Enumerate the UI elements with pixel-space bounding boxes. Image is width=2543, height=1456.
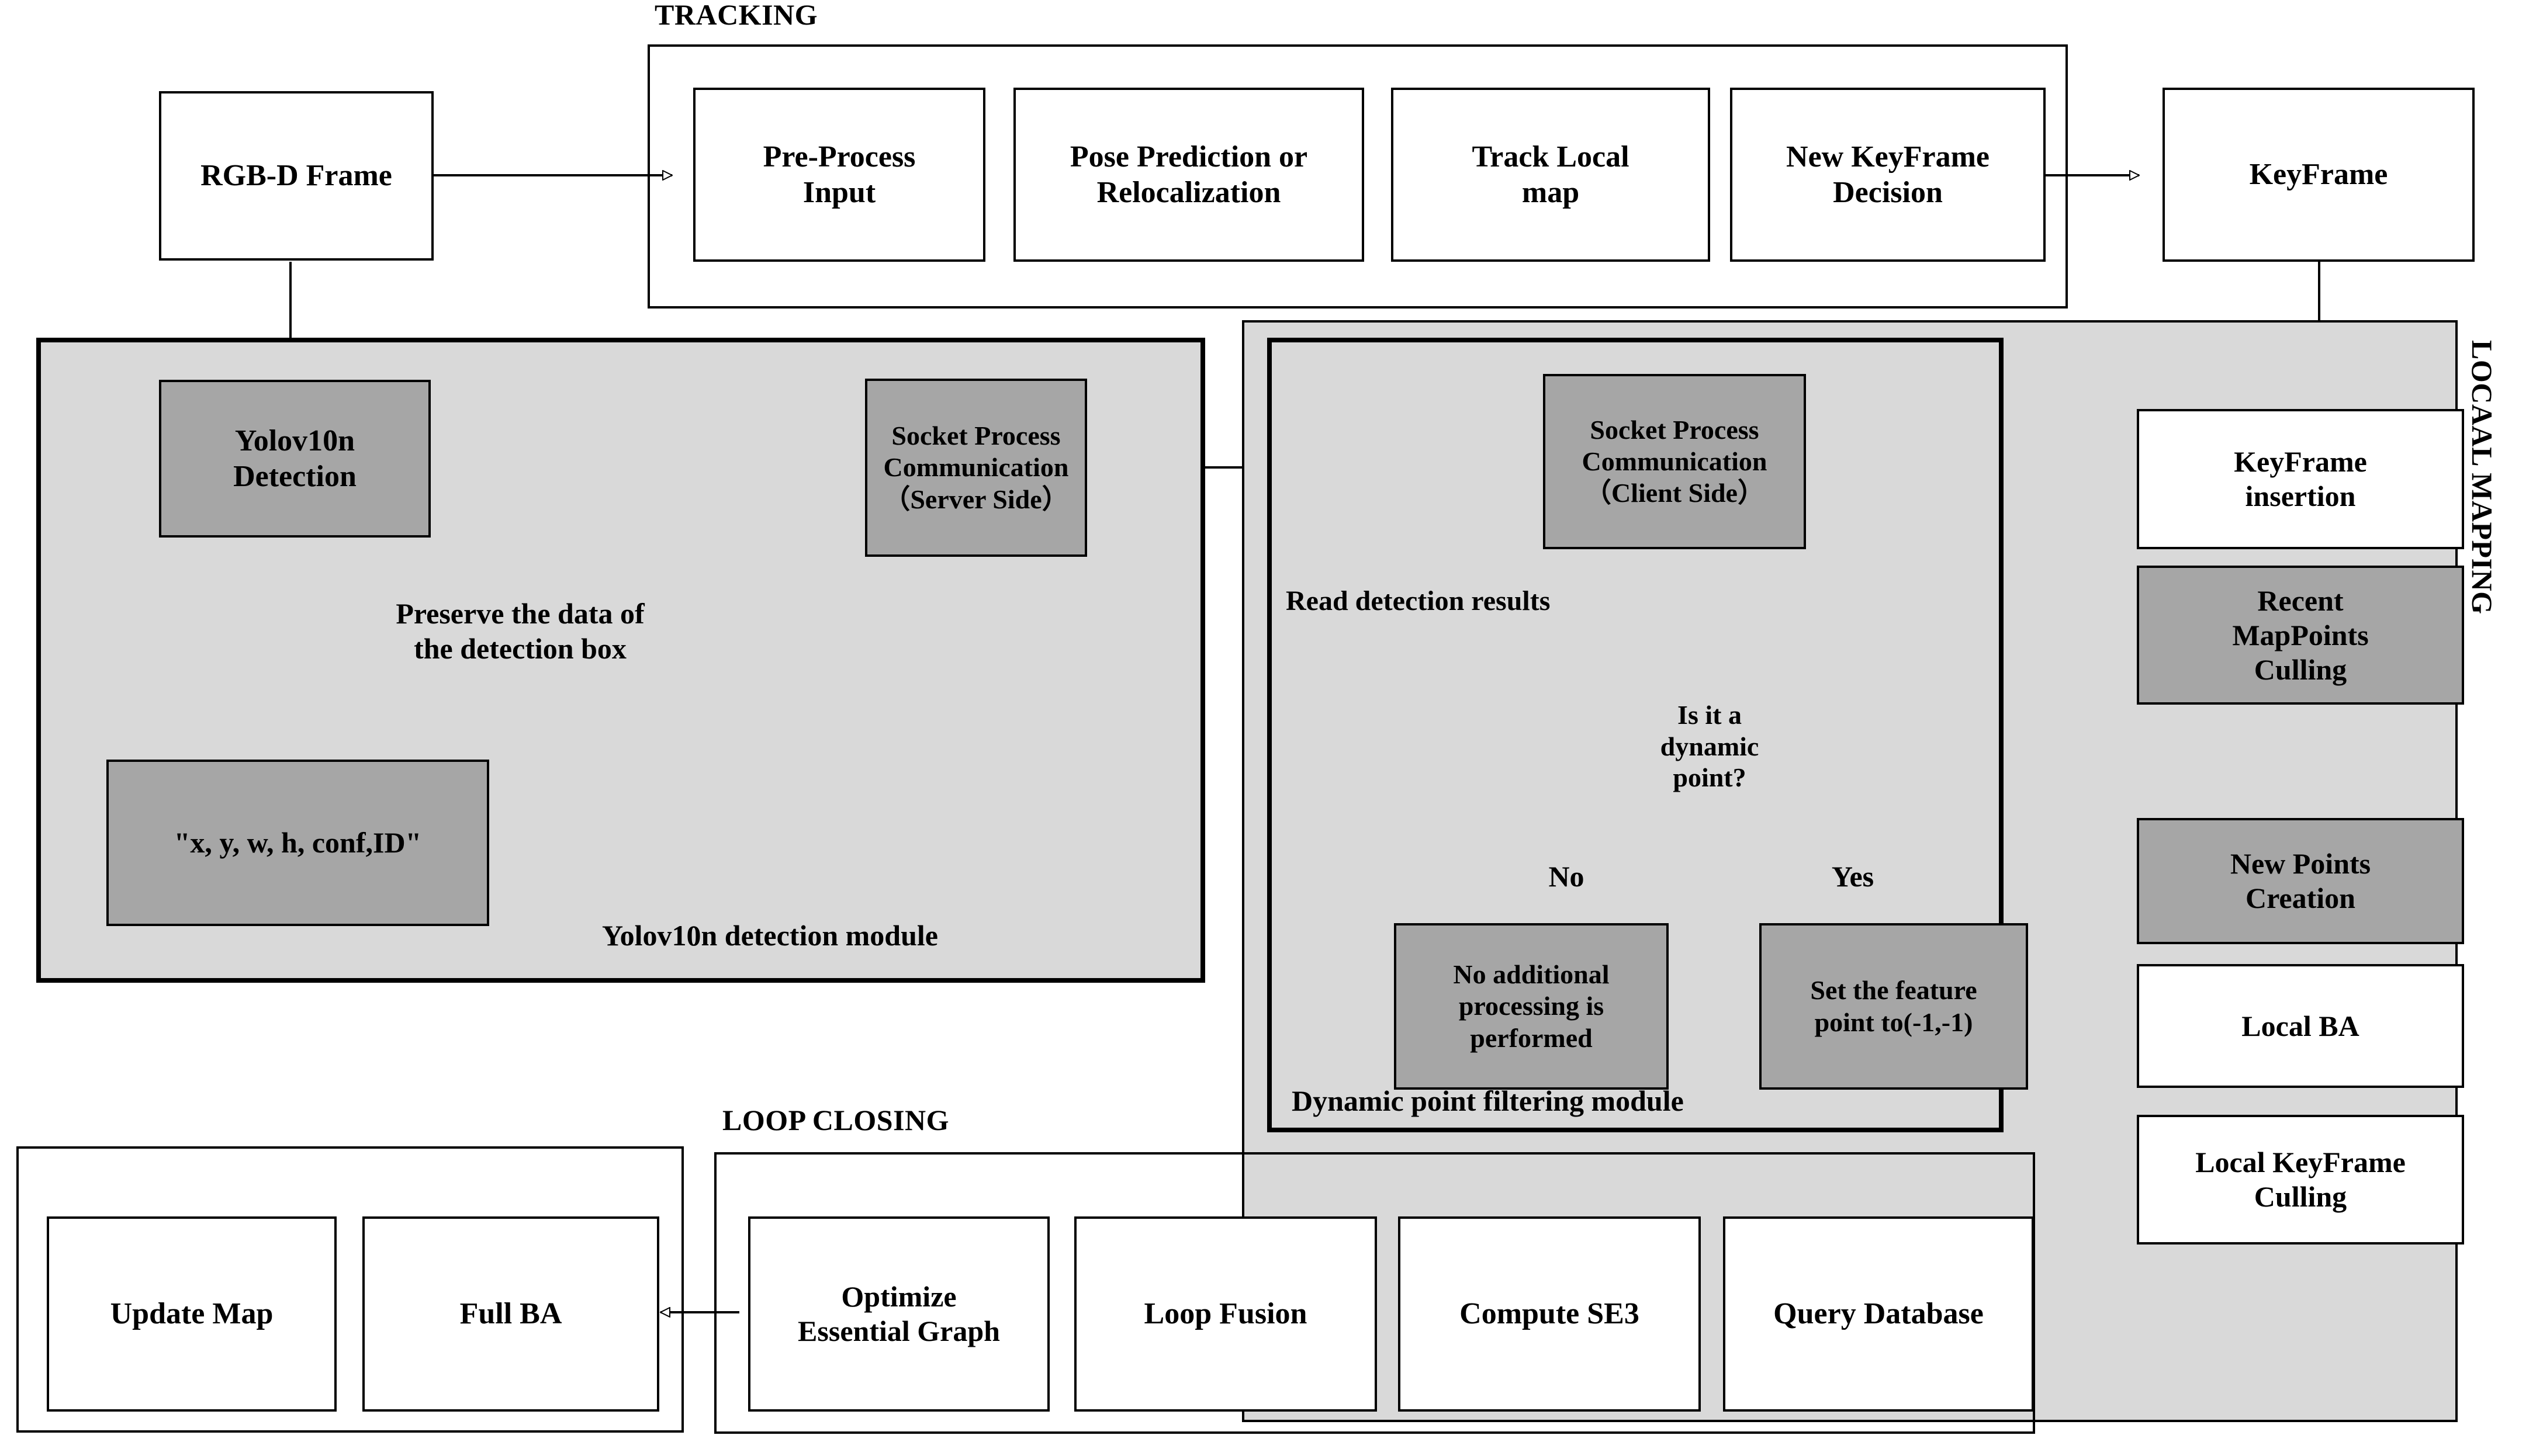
node-keyframe-label: KeyFrame: [2249, 158, 2388, 192]
node-set-feature-point-label: Set the feature point to(-1,-1): [1810, 975, 1977, 1037]
node-full-ba-label: Full BA: [459, 1297, 562, 1331]
edge-label-branch-yes: Yes: [1831, 860, 1874, 893]
node-optimize-essential-graph-label: Optimize Essential Graph: [798, 1280, 1000, 1347]
node-no-additional-processing-label: No additional processing is performed: [1453, 959, 1610, 1053]
node-rgbd-frame-label: RGB-D Frame: [200, 159, 392, 193]
node-no-additional-processing[interactable]: No additional processing is performed: [1394, 923, 1669, 1090]
node-pose-prediction-label: Pose Prediction or Relocalization: [1070, 140, 1308, 209]
node-update-map-label: Update Map: [110, 1297, 274, 1331]
tracking-group-title: TRACKING: [655, 0, 818, 31]
node-query-database[interactable]: Query Database: [1723, 1216, 2034, 1412]
loop-closing-group-title: LOOP CLOSING: [722, 1104, 950, 1136]
node-keyframe-insertion-label: KeyFrame insertion: [2234, 445, 2367, 512]
node-yolov10n-detection[interactable]: Yolov10n Detection: [159, 380, 431, 538]
edge-label-branch-no: No: [1548, 860, 1584, 893]
node-socket-client[interactable]: Socket Process Communication （Client Sid…: [1543, 374, 1806, 549]
node-local-keyframe-culling[interactable]: Local KeyFrame Culling: [2137, 1115, 2464, 1244]
node-pre-process-input[interactable]: Pre-Process Input: [693, 88, 985, 262]
node-socket-client-label: Socket Process Communication （Client Sid…: [1582, 414, 1767, 508]
decision-dynamic-point-label: Is it a dynamic point?: [1660, 700, 1759, 793]
node-local-ba[interactable]: Local BA: [2137, 964, 2464, 1088]
node-new-points-creation[interactable]: New Points Creation: [2137, 818, 2464, 944]
node-set-feature-point[interactable]: Set the feature point to(-1,-1): [1759, 923, 2028, 1090]
node-full-ba[interactable]: Full BA: [362, 1216, 659, 1412]
node-track-local-map[interactable]: Track Local map: [1391, 88, 1710, 262]
node-socket-server[interactable]: Socket Process Communication （Server Sid…: [865, 379, 1087, 557]
node-detection-tuple-label: "x, y, w, h, conf,ID": [174, 826, 422, 859]
node-compute-se3[interactable]: Compute SE3: [1398, 1216, 1701, 1412]
node-optimize-essential-graph[interactable]: Optimize Essential Graph: [748, 1216, 1050, 1412]
node-local-keyframe-culling-label: Local KeyFrame Culling: [2195, 1146, 2406, 1213]
node-new-keyframe-decision-label: New KeyFrame Decision: [1786, 140, 1990, 209]
node-recent-mappoints-culling-label: Recent MapPoints Culling: [2232, 584, 2369, 686]
node-pose-prediction[interactable]: Pose Prediction or Relocalization: [1013, 88, 1364, 262]
edge-label-preserve-detection-box: Preserve the data of the detection box: [396, 597, 645, 665]
node-recent-mappoints-culling[interactable]: Recent MapPoints Culling: [2137, 566, 2464, 705]
loop-closing-group: [714, 1152, 2035, 1434]
update-fullba-group: [16, 1146, 684, 1433]
node-compute-se3-label: Compute SE3: [1459, 1297, 1639, 1331]
edge-label-read-detection-results: Read detection results: [1286, 585, 1551, 616]
node-detection-tuple[interactable]: "x, y, w, h, conf,ID": [106, 760, 489, 926]
node-query-database-label: Query Database: [1773, 1297, 1984, 1331]
local-mapping-group-title: LOCAAL MAPPING: [2466, 340, 2499, 615]
node-new-points-creation-label: New Points Creation: [2230, 847, 2371, 914]
node-socket-server-label: Socket Process Communication （Server Sid…: [883, 421, 1069, 514]
yolov10n-module-caption: Yolov10n detection module: [602, 919, 938, 952]
node-update-map[interactable]: Update Map: [47, 1216, 337, 1412]
node-loop-fusion[interactable]: Loop Fusion: [1074, 1216, 1377, 1412]
decision-dynamic-point[interactable]: Is it a dynamic point?: [1590, 643, 1829, 850]
node-new-keyframe-decision[interactable]: New KeyFrame Decision: [1730, 88, 2046, 262]
node-keyframe[interactable]: KeyFrame: [2163, 88, 2475, 262]
node-yolov10n-detection-label: Yolov10n Detection: [233, 424, 357, 493]
node-loop-fusion-label: Loop Fusion: [1144, 1297, 1307, 1331]
tracking-group: [648, 44, 2068, 308]
node-keyframe-insertion[interactable]: KeyFrame insertion: [2137, 409, 2464, 549]
node-local-ba-label: Local BA: [2241, 1009, 2359, 1042]
node-rgbd-frame[interactable]: RGB-D Frame: [159, 91, 434, 261]
node-track-local-map-label: Track Local map: [1472, 140, 1629, 209]
dynamic-module-caption: Dynamic point filtering module: [1292, 1084, 1684, 1117]
node-pre-process-input-label: Pre-Process Input: [763, 140, 916, 209]
